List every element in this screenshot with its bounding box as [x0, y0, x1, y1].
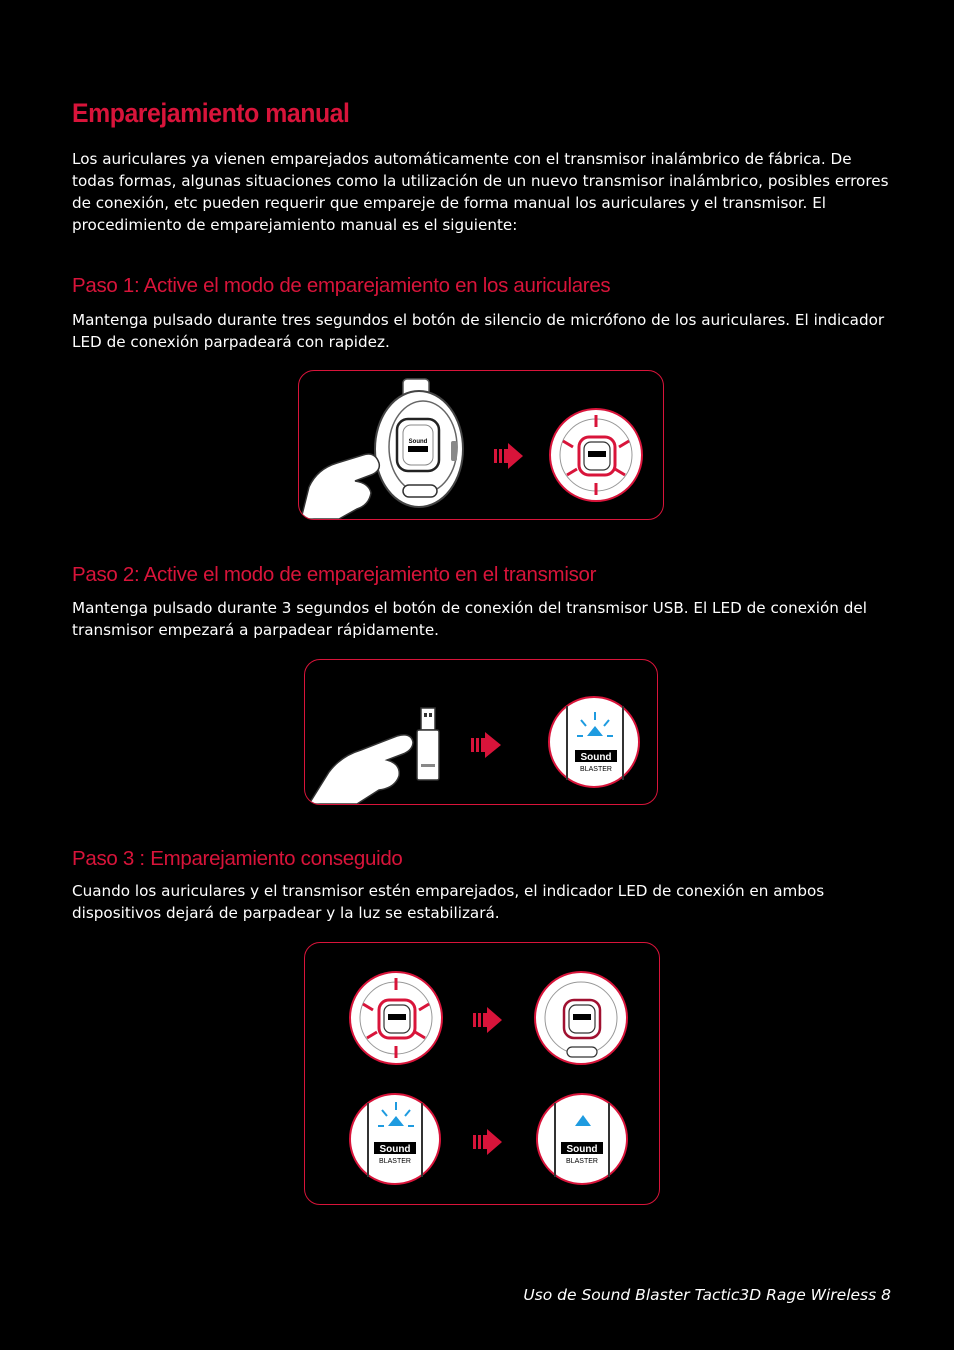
arrow-right-icon	[494, 443, 523, 469]
transmitter-led-blinking-icon: Sound BLASTER	[548, 696, 640, 788]
headset-led-stable-icon	[534, 971, 628, 1065]
step-2-text: Mantenga pulsado durante 3 segundos el b…	[72, 599, 867, 639]
logo-text: Sound	[379, 1144, 410, 1155]
pointing-hand-icon	[308, 734, 414, 804]
logo-subtext: BLASTER	[580, 766, 612, 773]
logo-subtext: BLASTER	[379, 1158, 411, 1165]
step-3-illustration: Sound BLASTER Sound BLASTER	[304, 942, 660, 1205]
usb-transmitter-icon	[416, 707, 440, 781]
headset-led-blinking-icon	[549, 408, 643, 502]
step-2-heading: Paso 2: Active el modo de emparejamiento…	[72, 563, 597, 586]
transmitter-led-blinking-icon: Sound BLASTER	[349, 1093, 441, 1185]
headset-led-blinking-icon	[349, 971, 443, 1065]
headset-earcup-icon: Sound	[374, 378, 464, 508]
arrow-right-icon	[471, 732, 501, 758]
logo-text: Sound	[580, 752, 611, 763]
step-3-heading: Paso 3 : Emparejamiento conseguido	[72, 847, 403, 870]
arrow-right-icon	[473, 1129, 502, 1155]
pointing-hand-icon	[300, 453, 381, 519]
step-1-illustration: Sound	[298, 370, 664, 520]
step-1-heading: Paso 1: Active el modo de emparejamiento…	[72, 274, 611, 297]
logo-subtext: BLASTER	[566, 1158, 598, 1165]
arrow-right-icon	[473, 1007, 502, 1033]
page-footer: Uso de Sound Blaster Tactic3D Rage Wirel…	[523, 1286, 891, 1304]
intro-paragraph: Los auriculares ya vienen emparejados au…	[72, 150, 889, 234]
logo-text: Sound	[566, 1144, 597, 1155]
page-title: Emparejamiento manual	[72, 98, 350, 128]
step-3-text: Cuando los auriculares y el transmisor e…	[72, 882, 825, 922]
step-1-text: Mantenga pulsado durante tres segundos e…	[72, 311, 885, 351]
transmitter-led-stable-icon: Sound BLASTER	[536, 1093, 628, 1185]
logo-text: Sound	[409, 439, 428, 445]
step-2-illustration: Sound BLASTER	[304, 659, 658, 805]
